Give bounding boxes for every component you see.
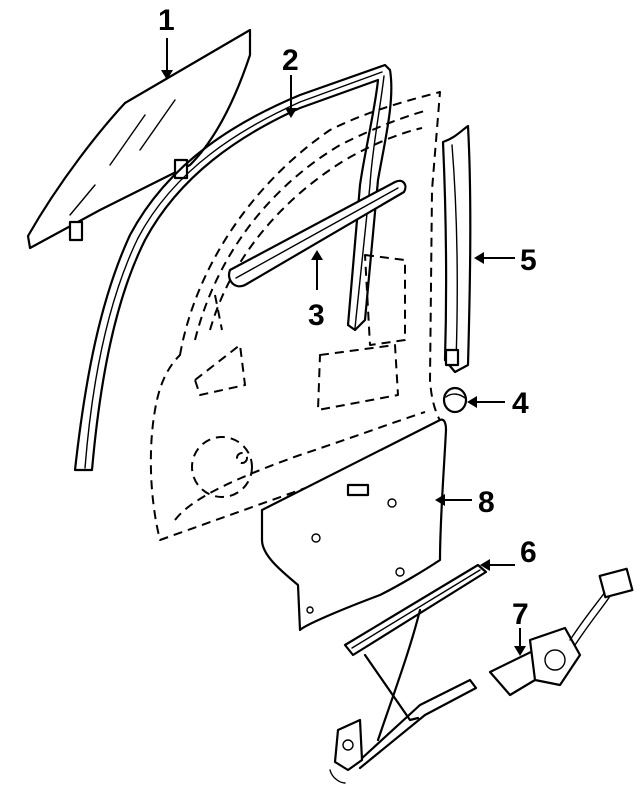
callout-6: 6 — [520, 536, 537, 569]
callout-8: 8 — [478, 486, 495, 519]
callout-3: 3 — [308, 299, 325, 332]
part-4-bumper — [442, 386, 468, 414]
callout-1: 1 — [158, 4, 175, 37]
part-5-rear-run-channel — [441, 124, 472, 374]
part-6-window-regulator — [329, 563, 488, 784]
part-8-water-deflector — [260, 418, 448, 632]
leader-lines — [161, 38, 526, 656]
callout-7: 7 — [512, 598, 529, 631]
door-shell-outline — [149, 91, 446, 541]
callout-5: 5 — [520, 244, 537, 277]
part-7-regulator-motor — [488, 567, 634, 697]
part-2-glass-run-channel — [73, 63, 393, 472]
callout-2: 2 — [282, 44, 299, 77]
callout-4: 4 — [512, 387, 529, 420]
callout-labels: 1 2 3 4 5 6 7 8 — [158, 4, 537, 631]
part-3-belt-weatherstrip — [227, 179, 407, 288]
